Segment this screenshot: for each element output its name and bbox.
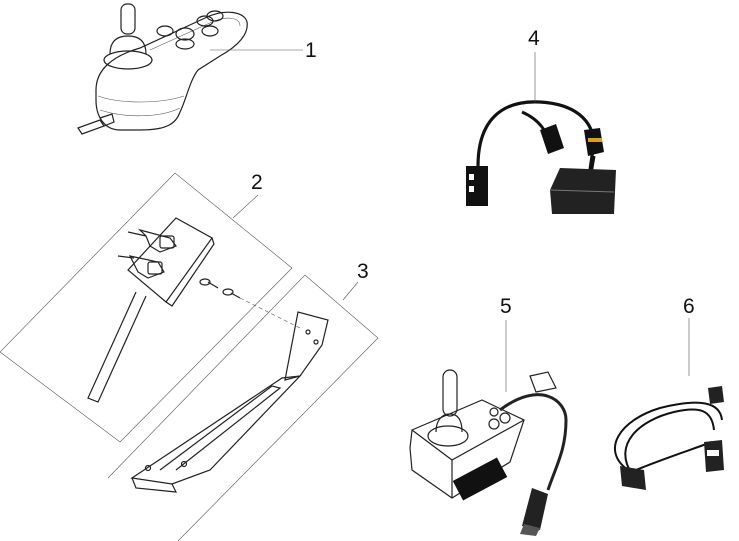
callout-2: 2 (251, 171, 263, 194)
leader-line (232, 194, 259, 219)
callout-3: 3 (357, 260, 369, 283)
callout-1: 1 (305, 39, 317, 62)
leader-line (239, 297, 301, 329)
swing-away-mount-arm-icon (107, 274, 379, 541)
extension-cable-icon (614, 386, 724, 490)
leader-line (342, 281, 359, 301)
callout-4: 4 (528, 27, 540, 50)
attendant-joystick-icon (409, 369, 568, 536)
joystick-controller-icon (77, 3, 248, 135)
callout-6: 6 (683, 295, 695, 318)
callout-5: 5 (500, 295, 512, 318)
mounting-bracket-plate-icon (0, 172, 293, 443)
wiring-harness-module-icon (466, 100, 616, 214)
